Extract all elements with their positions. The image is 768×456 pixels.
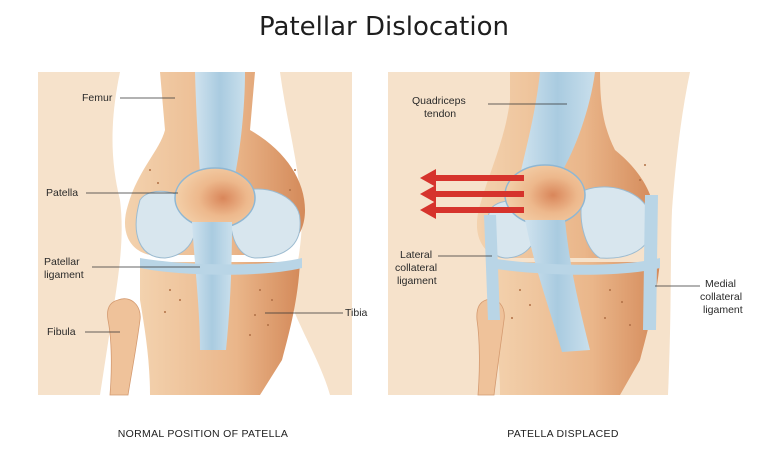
- meniscus: [140, 258, 302, 275]
- lateral-label-line1: Lateral: [400, 249, 432, 261]
- right-caption: PATELLA DISPLACED: [507, 428, 619, 440]
- patella: [174, 167, 256, 229]
- quadriceps-tendon: [195, 72, 245, 175]
- quadriceps-tendon-right: [520, 72, 595, 175]
- arrow-bottom: [420, 201, 524, 219]
- lateral-label-line3: ligament: [397, 275, 437, 287]
- medial-label-line1: Medial: [705, 278, 736, 290]
- femur-label: Femur: [82, 92, 113, 104]
- patellar-ligament-label-line2: ligament: [44, 269, 84, 281]
- femoral-condyle-right: [580, 186, 653, 259]
- patellar-ligament: [192, 222, 232, 350]
- fibula-bone-right: [476, 298, 505, 396]
- patella-label: Patella: [46, 187, 78, 199]
- medial-label-line2: collateral: [700, 291, 742, 303]
- medial-label-line3: ligament: [703, 304, 743, 316]
- displaced-knee-panel: Quadriceps tendon Lateral collateral lig…: [388, 72, 743, 440]
- arrow-top: [420, 169, 524, 187]
- bone-speckles: [149, 169, 296, 336]
- meniscus-right: [490, 258, 660, 275]
- diagram-title: Patellar Dislocation: [259, 12, 509, 42]
- lateral-label-line2: collateral: [395, 262, 437, 274]
- left-caption: NORMAL POSITION OF PATELLA: [118, 428, 288, 440]
- normal-knee-panel: Femur Patella Patellar ligament Fibula T…: [38, 72, 368, 440]
- patellar-ligament-label-line1: Patellar: [44, 256, 80, 268]
- quadriceps-label-line1: Quadriceps: [412, 95, 466, 107]
- bone-speckles-right: [511, 164, 646, 326]
- skin-silhouette: [38, 72, 352, 395]
- arrow-middle: [420, 185, 524, 203]
- tibia-label: Tibia: [345, 307, 368, 319]
- displacement-arrows: [420, 169, 524, 219]
- fibula-bone: [107, 298, 141, 396]
- fibula-label: Fibula: [47, 326, 76, 338]
- patellar-ligament-right: [525, 220, 590, 352]
- quadriceps-label-line2: tendon: [424, 108, 456, 120]
